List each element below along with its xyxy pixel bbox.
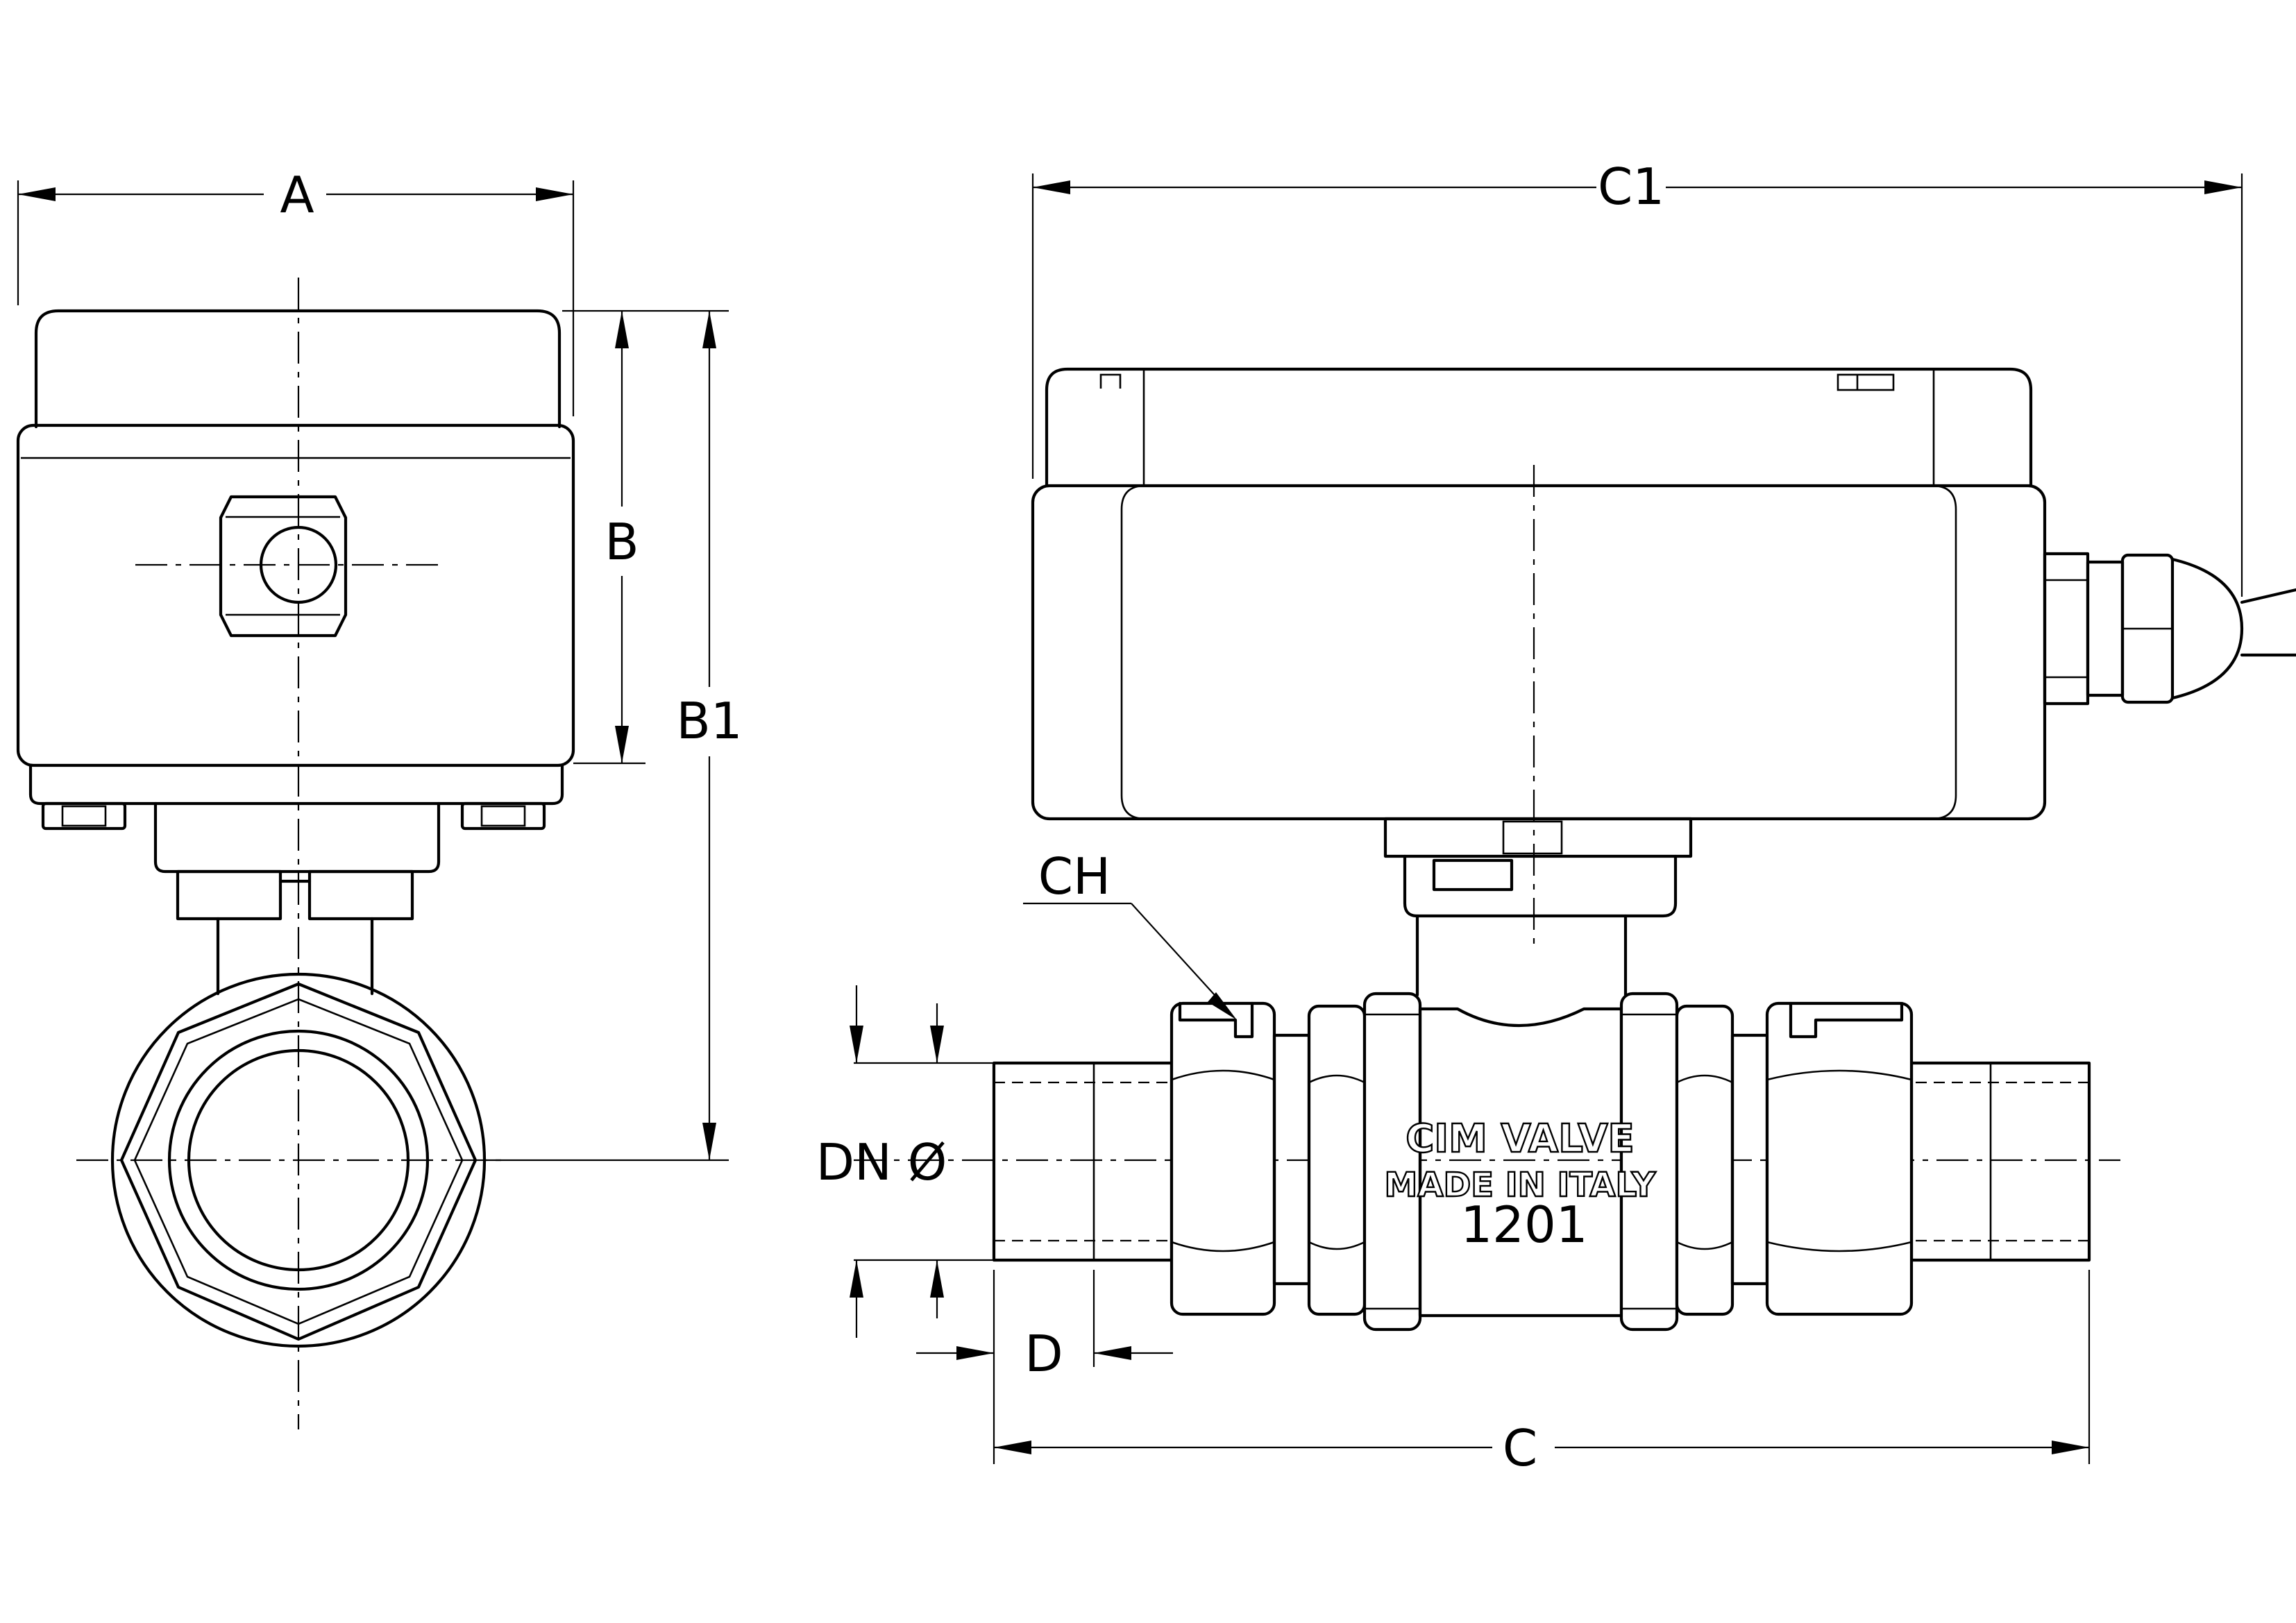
lid-clip-left [1099,373,1122,389]
dim-dn-label: DN Ø [816,1133,947,1191]
dim-c1-arrow-left [1033,180,1070,194]
dim-d-arrow-left [956,1346,994,1360]
dim-b1-arrow-bottom [702,1123,716,1160]
valve-body-octagon [119,982,478,1341]
side-view-lid [1045,367,2033,488]
end-view-base-plate [28,763,564,806]
dim-a-arrow-left [18,187,56,201]
left-flange [1362,992,1422,1332]
right-nipple [1909,1061,2091,1262]
ch-leader-line [1131,903,1229,1011]
housing-panel-left [1120,484,1146,820]
gland-dome [2170,557,2244,700]
left-union-nut-clip [1178,1001,1254,1039]
ch-leader-arrow [1208,992,1237,1020]
bracket-bolt [1432,858,1514,892]
bracket-plate [1383,817,1693,858]
dim-b1-arrow-top [702,311,716,348]
dim-b-label: B [605,513,639,571]
gland-body [2043,552,2090,706]
dim-c1-label: C1 [1598,158,1664,216]
left-body-hex [1307,1004,1367,1316]
dim-d-arrow-right [1094,1346,1131,1360]
right-body-hex [1675,1004,1734,1316]
dim-d-label: D [1024,1325,1063,1383]
dim-dn-arrow-bottom [850,1260,863,1298]
right-union-nut [1765,1001,1914,1316]
valve-port-outer [167,1029,430,1291]
dim-b-arrow-top [615,311,629,348]
end-view: A B B1 [16,166,743,1429]
end-view-bracket [153,801,441,874]
housing-panel-right [1932,484,1957,820]
dim-c-arrow-right [2052,1441,2089,1454]
body-origin-mark: MADE IN ITALY [1385,1166,1657,1205]
left-union-nut [1170,1001,1276,1316]
left-bolt [41,801,127,831]
right-bolt [460,801,546,831]
cable-gland-hex [219,495,348,638]
left-nipple [992,1061,1174,1262]
side-view-housing [1031,484,2047,821]
cable-top [2240,588,2296,604]
lid-screw [1837,373,1895,391]
valve-body-outer [110,972,487,1348]
bracket-body [1403,854,1678,918]
dim-c1-arrow-right [2204,180,2242,194]
valve-body-center [1418,1007,1623,1318]
dim-c-label: C [1503,1419,1537,1477]
dim-a-label: A [280,166,314,224]
dim-dn2-arrow-bottom [930,1260,944,1298]
dim-dn-arrow-top [850,1026,863,1063]
valve-body-octagon-inner [133,998,464,1325]
end-view-lid [34,309,562,429]
end-view-housing [16,423,575,767]
dim-b-arrow-bottom [615,726,629,763]
right-flange [1619,992,1679,1332]
dim-c-arrow-left [994,1441,1031,1454]
side-view: CIM VALVE MADE IN ITALY 1201 C1 C D [816,158,2296,1477]
valve-port-inner [187,1048,410,1272]
dim-a-arrow-right [536,187,573,201]
cable-gland-bore [259,525,338,604]
right-union-nut-clip [1789,1001,1904,1039]
dim-b1-label: B1 [676,692,742,750]
dim-ch-label: CH [1038,847,1111,906]
gland-thread [2086,560,2125,697]
dim-dn2-arrow-top [930,1026,944,1063]
body-code-mark: 1201 [1460,1196,1587,1254]
body-brand-mark: CIM VALVE [1406,1116,1635,1162]
coupling-left [176,869,282,921]
coupling-right [307,869,414,921]
